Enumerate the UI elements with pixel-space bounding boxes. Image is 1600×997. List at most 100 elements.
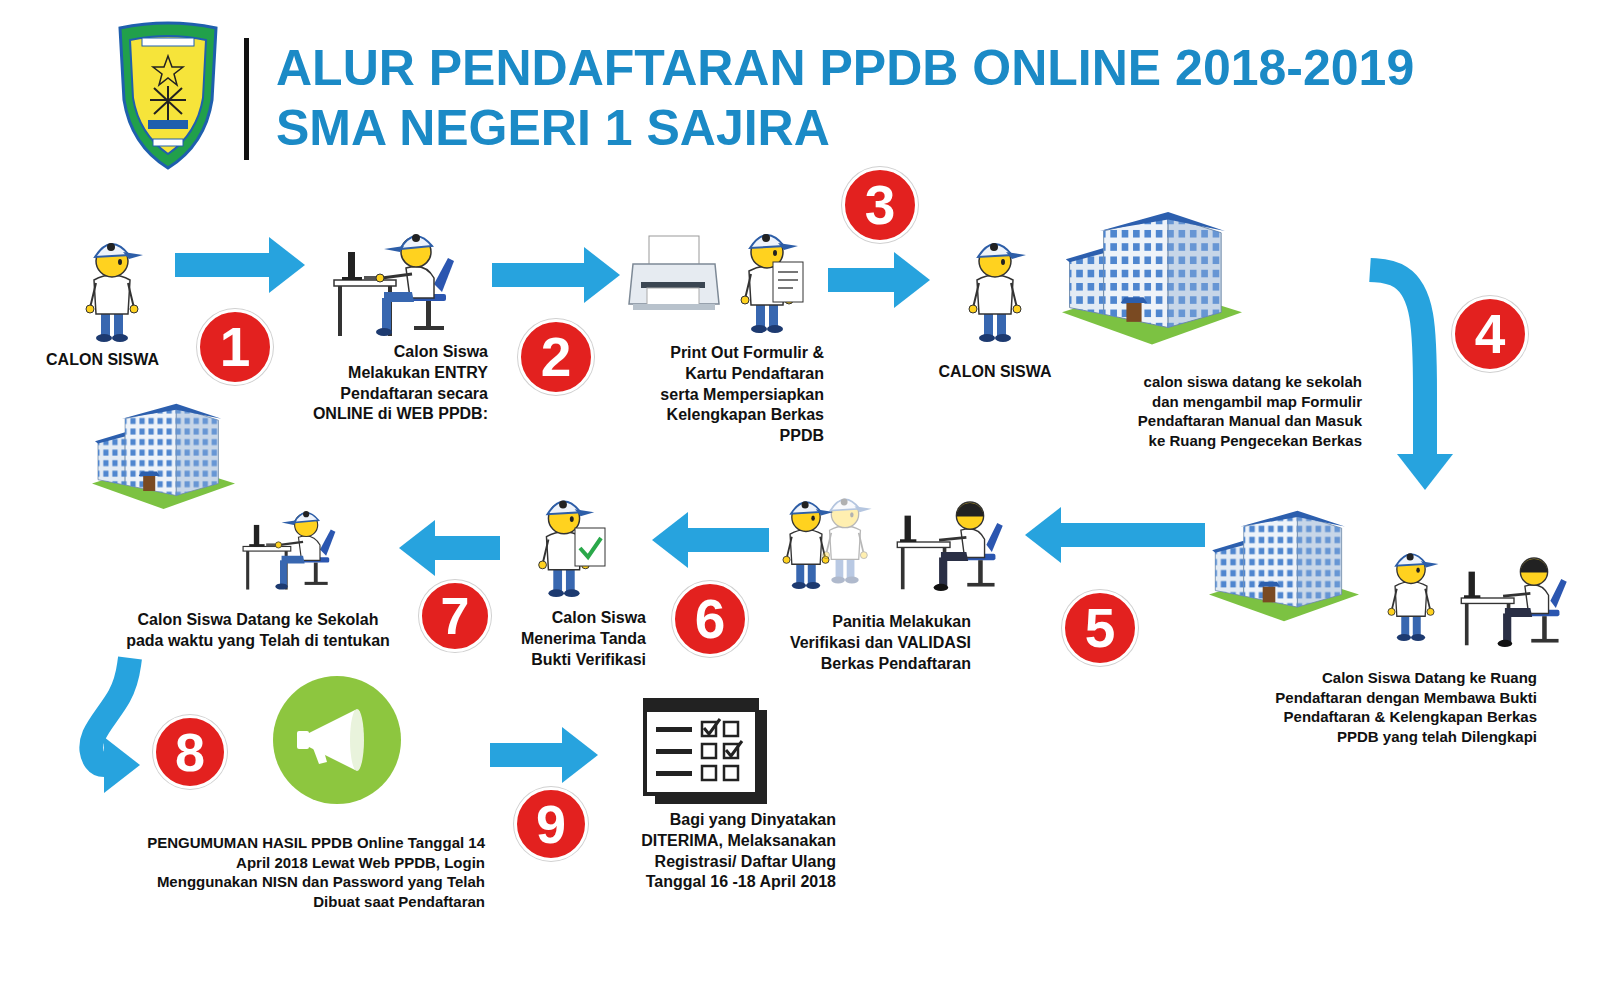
emblem-lines [150, 86, 186, 120]
process-step: PENGUMUMAN HASIL PPDB Online Tanggal 14 … [140, 670, 490, 917]
checklist-line [656, 727, 692, 732]
check-mark [704, 719, 720, 734]
checklist-line [656, 749, 692, 754]
flow-arrow [490, 727, 598, 783]
step-caption: calon siswa datang ke sekolah dan mengam… [1137, 372, 1362, 450]
step-number: 3 [842, 167, 918, 243]
arrow-head [269, 237, 305, 293]
flow-arrow [828, 252, 930, 308]
megaphone-back [297, 731, 309, 749]
megaphone-mouth [350, 709, 364, 771]
flow-arrow [1025, 507, 1205, 563]
process-step: Calon Siswa Datang ke Sekolah pada waktu… [117, 385, 399, 658]
arrow-head [652, 512, 688, 568]
step-caption: Print Out Formulir & Kartu Pendaftaran s… [652, 343, 824, 447]
arrow-shaft [433, 536, 500, 560]
arrow-head [562, 727, 598, 783]
student-at-desk [243, 511, 335, 589]
flow-arrow [1370, 270, 1453, 490]
flow-arrow [399, 520, 500, 576]
step-caption: Calon Siswa Datang ke Ruang Pendaftaran … [1267, 668, 1537, 746]
arrow-shaft [1059, 523, 1205, 547]
page-title: ALUR PENDAFTARAN PPDB ONLINE 2018-2019 S… [276, 38, 1476, 158]
step-number: 4 [1452, 296, 1528, 372]
step-caption: Bagi yang Dinyatakan DITERIMA, Melaksana… [606, 810, 836, 893]
school-building [1062, 212, 1242, 345]
checklist-icon [645, 700, 767, 804]
arrow-head [584, 247, 620, 303]
step-caption: Calon Siswa Melakukan ENTRY Pendaftaran … [309, 342, 488, 425]
emblem-bar [148, 120, 188, 129]
shield [120, 23, 216, 168]
process-step: Calon Siswa Menerima Tanda Bukti Verifik… [500, 478, 652, 677]
step-caption: PENGUMUMAN HASIL PPDB Online Tanggal 14 … [145, 833, 485, 911]
megaphone [297, 709, 364, 771]
checklist-line [656, 771, 692, 776]
process-step: Print Out Formulir & Kartu Pendaftaran s… [620, 205, 828, 453]
arrow-head [1025, 507, 1061, 563]
flow-arrow [492, 247, 620, 303]
step-number: 9 [514, 787, 588, 861]
student [969, 243, 1026, 342]
student-ghost [823, 499, 872, 584]
check-mark [726, 741, 742, 756]
arrow-head [1397, 454, 1453, 490]
arrow-shaft [686, 528, 769, 552]
checkbox [724, 766, 738, 780]
process-step: Bagi yang Dinyatakan DITERIMA, Melaksana… [598, 698, 844, 900]
officer-at-desk [1461, 558, 1566, 647]
step-number: 1 [197, 309, 273, 385]
checklist-header [645, 700, 757, 712]
student [86, 243, 143, 342]
school-building [1209, 511, 1359, 622]
step-number: 6 [672, 581, 748, 657]
step-number: 7 [419, 580, 491, 652]
step-caption: CALON SISWA [934, 362, 1056, 383]
student [783, 501, 833, 589]
step-caption: Calon Siswa Menerima Tanda Bukti Verifik… [504, 608, 646, 670]
flow-arrow [91, 658, 140, 793]
arrow-shaft [175, 253, 271, 277]
process-step: Panitia Melakukan Verifikasi dan VALIDAS… [769, 478, 1025, 681]
step-caption: CALON SISWA [36, 350, 169, 371]
flow-arrow [652, 512, 769, 568]
step-caption: Calon Siswa Datang ke Sekolah pada waktu… [121, 610, 395, 652]
arrow-head [104, 737, 140, 793]
student [1388, 553, 1438, 641]
checkbox [724, 722, 738, 736]
check-mark [580, 538, 601, 557]
printer-and-student [629, 234, 803, 333]
process-step: calon siswa datang ke sekolah dan mengam… [1062, 196, 1370, 456]
officer-at-desk [897, 502, 1002, 591]
arrow-shaft [490, 743, 564, 767]
process-step: CALON SISWA [930, 222, 1060, 389]
arrow-shaft [828, 268, 896, 292]
megaphone-horn [307, 710, 355, 770]
checkbox [702, 766, 716, 780]
school-logo [120, 23, 216, 168]
school-building [92, 404, 235, 509]
megaphone-badge [273, 676, 401, 804]
step-caption: Panitia Melakukan Verifikasi dan VALIDAS… [773, 612, 971, 674]
process-step: Calon Siswa Datang ke Ruang Pendaftaran … [1205, 490, 1575, 752]
checklist-sheet [645, 700, 757, 794]
process-step: Calon Siswa Melakukan ENTRY Pendaftaran … [305, 218, 492, 432]
shield-inner [130, 36, 206, 154]
step-number: 8 [153, 715, 227, 789]
star [153, 56, 183, 85]
arrow-head [894, 252, 930, 308]
step-number: 5 [1062, 590, 1138, 666]
ribbon [142, 38, 194, 46]
arrow-shaft [492, 263, 586, 287]
ribbon [153, 139, 183, 146]
process-step: CALON SISWA [30, 222, 175, 377]
megaphone-handle [313, 748, 327, 764]
flow-arrow [175, 237, 305, 293]
checkbox [702, 744, 716, 758]
arrow-shaft [1370, 270, 1425, 456]
arrow-head [399, 520, 435, 576]
step-number: 2 [518, 319, 594, 395]
receipt [575, 528, 605, 566]
title-divider [244, 38, 249, 160]
